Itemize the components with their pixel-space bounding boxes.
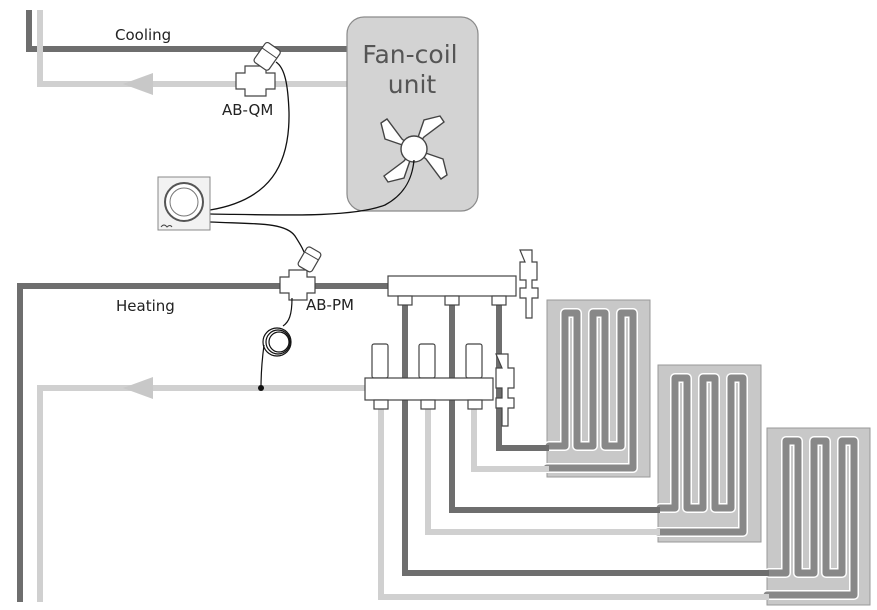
control-wiring (209, 61, 415, 259)
room-thermostat-icon (157, 176, 211, 231)
heating-supply-branch-2 (449, 300, 660, 513)
heating-return-branch-3 (378, 405, 769, 600)
impulse-tube (260, 297, 293, 389)
manifold-vent-valve-icon (519, 249, 539, 319)
wire-to-ab-qm (209, 61, 290, 211)
impulse-tube-connection (258, 385, 264, 391)
heating-return-branch-1 (471, 405, 549, 472)
fan-coil-unit: Fan-coil unit (346, 16, 479, 212)
fan-coil-body (346, 16, 479, 212)
cooling-label: Cooling (115, 26, 171, 44)
ab-qm-actuator (253, 41, 281, 71)
floor-panel-3 (762, 427, 871, 606)
fan-coil-title-line1: Fan-coil (362, 40, 457, 69)
cooling-return-arrow-icon (123, 73, 153, 95)
valve-icon (279, 269, 316, 301)
heating-return-arrow-icon (123, 377, 153, 399)
floor-panel-1 (542, 299, 651, 478)
heating-return-pipe (37, 385, 368, 602)
ab-pm-actuator (297, 246, 322, 273)
heating-return-branch-2 (425, 405, 660, 535)
thermostat-logo (160, 224, 173, 228)
ab-qm-valve: AB-QM (222, 41, 281, 119)
floor-panel-2 (653, 364, 762, 543)
heating-circuit: Heating (17, 246, 871, 606)
wire-to-ab-pm (209, 221, 307, 259)
ab-pm-label: AB-PM (306, 296, 354, 314)
heating-supply-pipe (17, 283, 390, 602)
cooling-circuit: Cooling (26, 10, 350, 95)
heating-supply-branch-1 (496, 300, 549, 451)
fan-coil-title-line2: unit (388, 70, 437, 99)
ab-qm-label: AB-QM (222, 101, 273, 119)
return-vent-valve-icon (495, 353, 515, 427)
return-manifold (364, 343, 515, 427)
supply-manifold (387, 249, 539, 319)
wire-to-fan-coil (209, 159, 415, 216)
heating-label: Heating (116, 297, 175, 315)
cooling-supply-pipe (26, 10, 350, 52)
ab-pm-valve: AB-PM (258, 246, 354, 391)
valve-icon (235, 65, 276, 97)
